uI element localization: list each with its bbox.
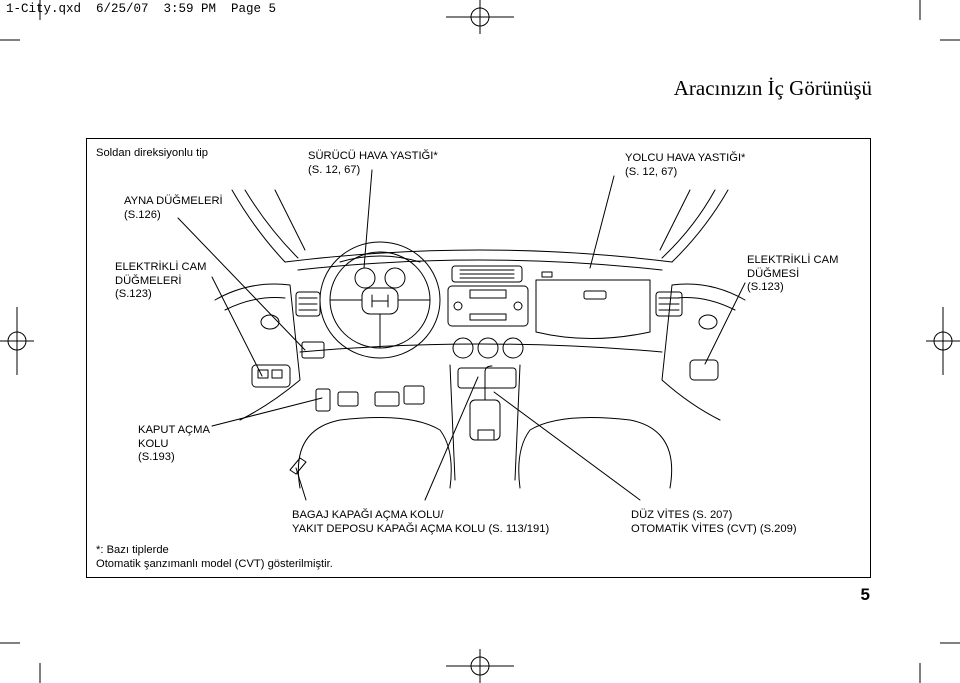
hood-release-callout: KAPUT AÇMA KOLU (S.193) — [138, 424, 210, 463]
figure-frame — [86, 138, 871, 578]
driver-airbag-callout: SÜRÜCÜ HAVA YASTIĞI* (S. 12, 67) — [308, 150, 438, 176]
print-slug: 1-City.qxd 6/25/07 3:59 PM Page 5 — [6, 2, 277, 16]
tailgate-fuel-release-callout: BAGAJ KAPAĞI AÇMA KOLU/ YAKIT DEPOSU KAP… — [292, 509, 550, 535]
power-window-switch-callout: ELEKTRİKLİ CAM DÜĞMESİ (S.123) — [747, 254, 839, 293]
page-title: Aracınızın İç Görünüşü — [673, 76, 872, 100]
shifter-callout: DÜZ VİTES (S. 207) OTOMATİK VİTES (CVT) … — [631, 509, 797, 535]
mirror-switches-callout: AYNA DÜĞMELERİ (S.126) — [124, 195, 223, 221]
steering-side-label: Soldan direksiyonlu tip — [96, 147, 208, 159]
footnote: *: Bazı tiplerde Otomatik şanzımanlı mod… — [96, 544, 333, 570]
passenger-airbag-callout: YOLCU HAVA YASTIĞI* (S. 12, 67) — [625, 152, 746, 178]
page-number: 5 — [860, 585, 870, 604]
power-window-switches-callout: ELEKTRİKLİ CAM DÜĞMELERİ (S.123) — [115, 261, 207, 300]
